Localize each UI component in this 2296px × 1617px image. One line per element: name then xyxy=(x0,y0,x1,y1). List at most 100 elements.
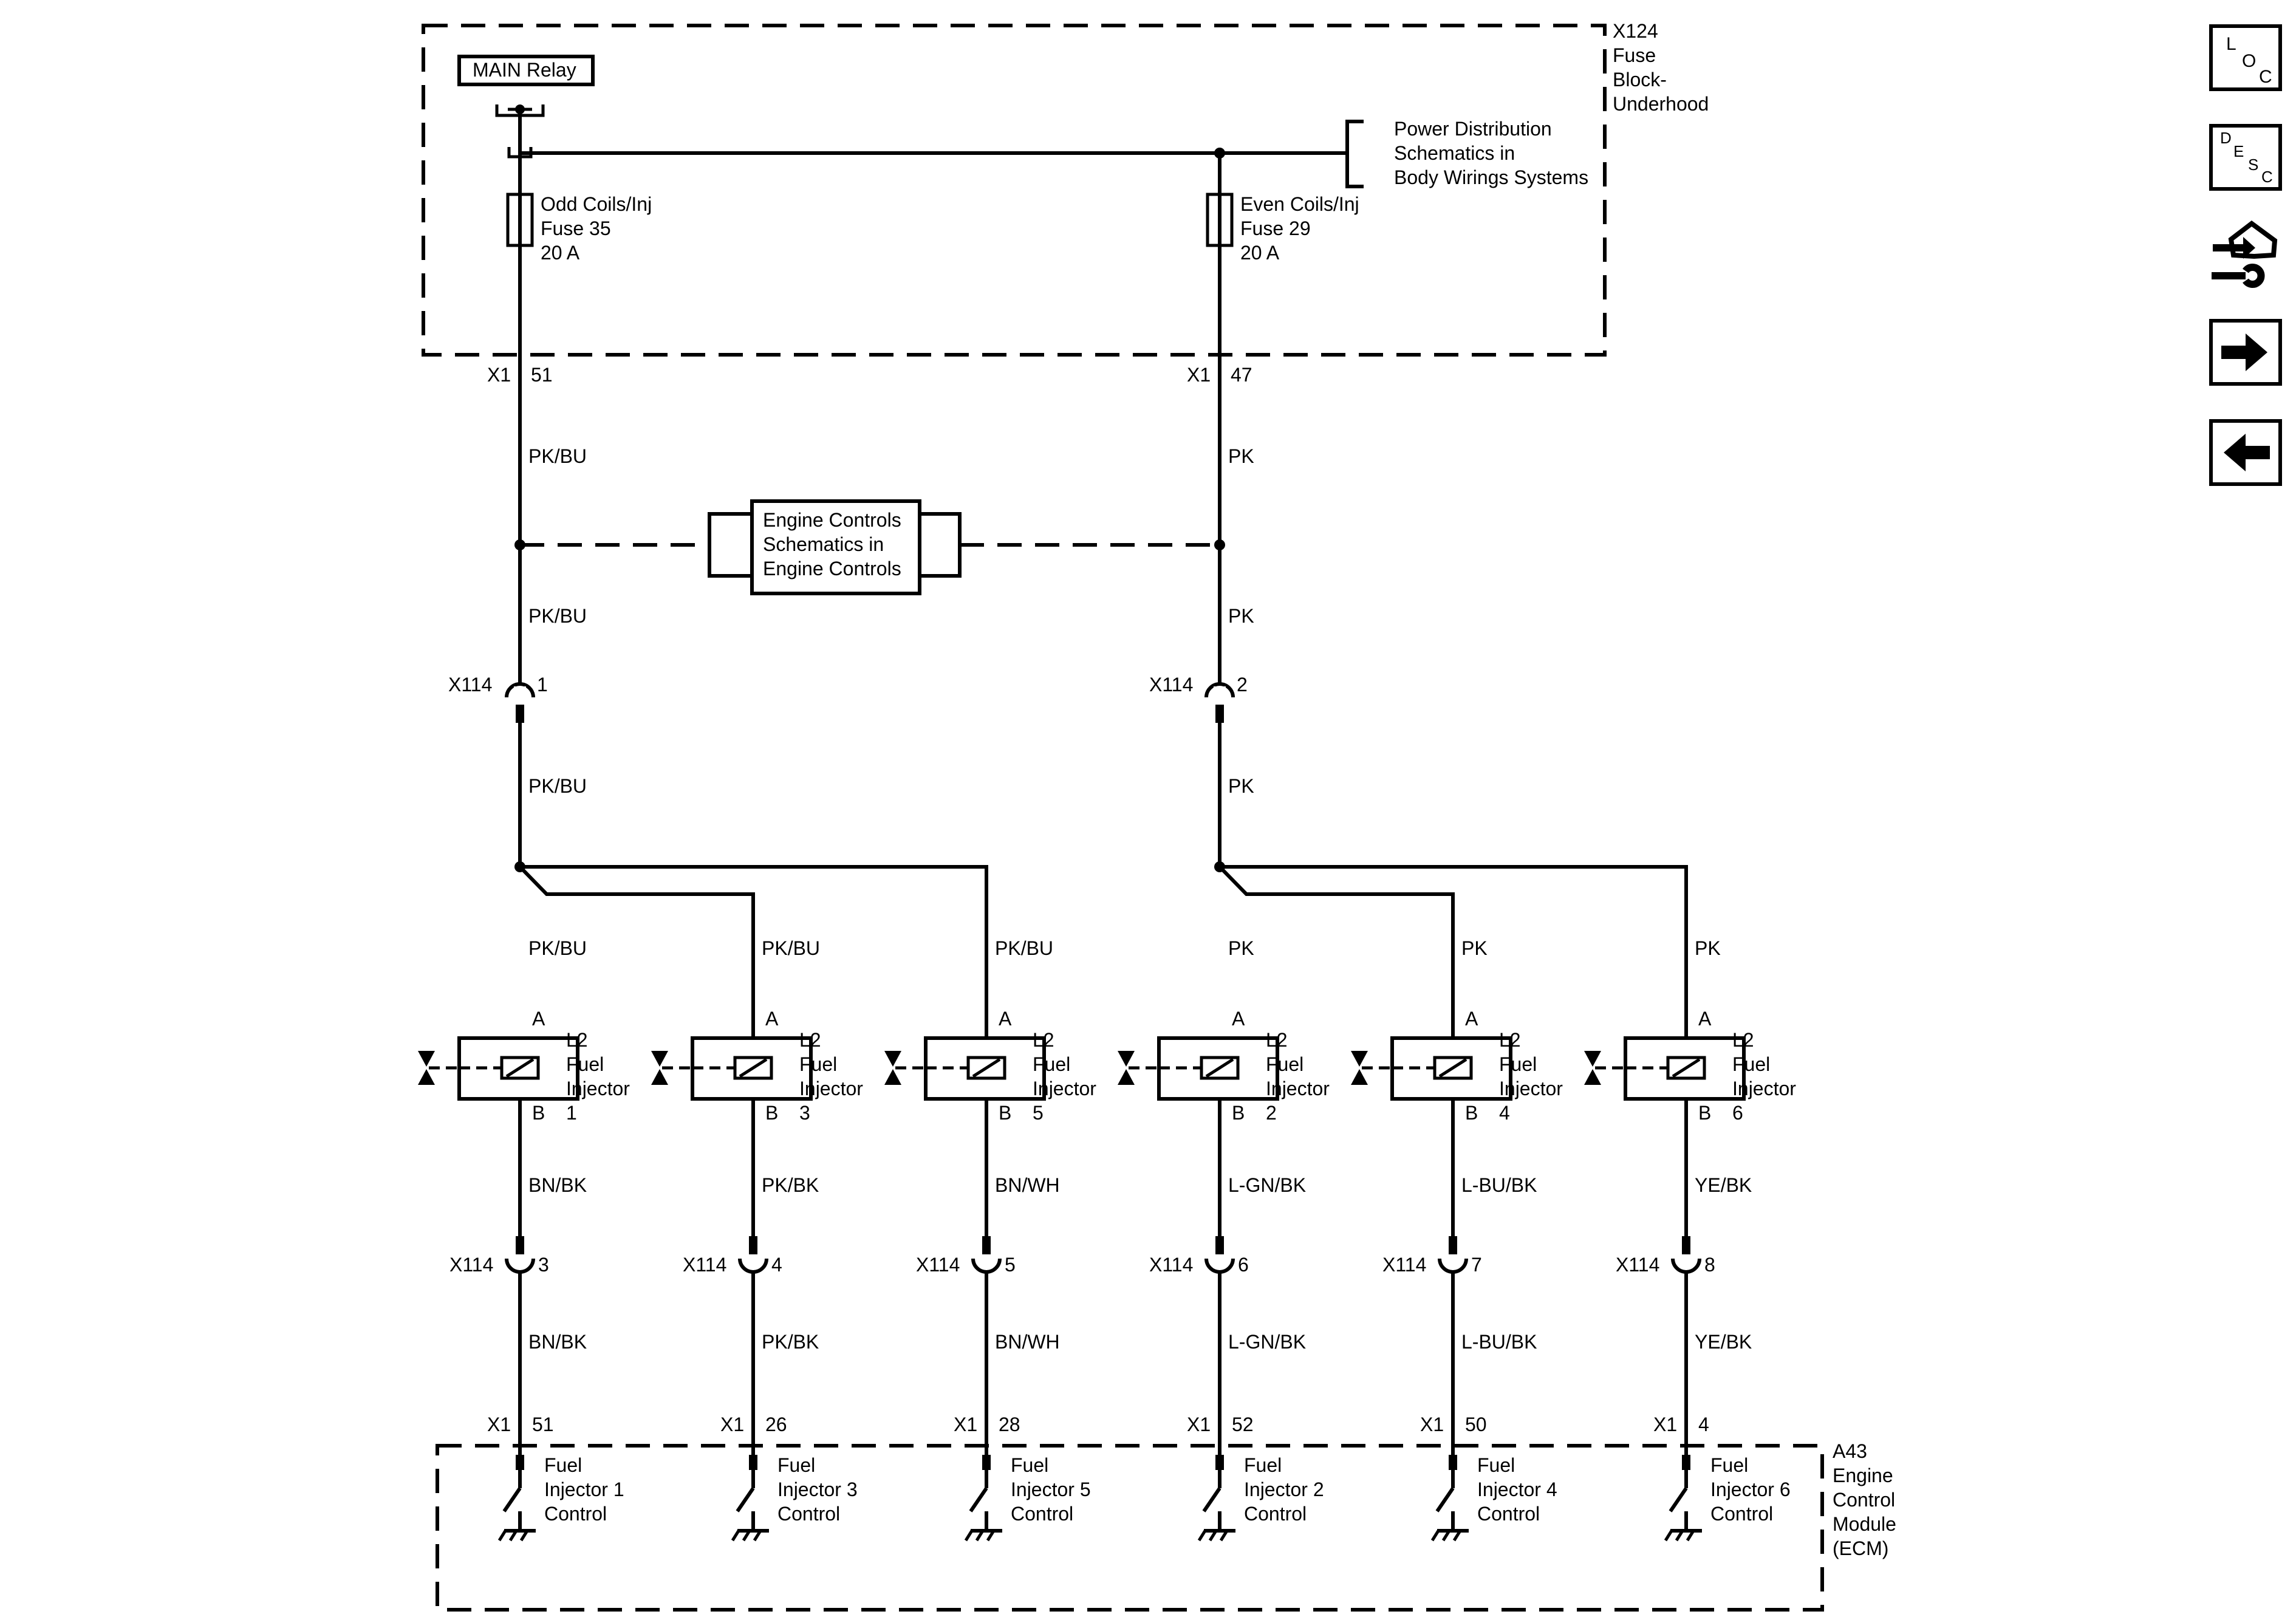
injector-5-nozzle-icon xyxy=(884,1051,901,1067)
injector-2-control-wire-label-2: L-GN/BK xyxy=(1228,1331,1306,1353)
desc-letter-d: D xyxy=(2220,129,2232,147)
even-splice-branch-1 xyxy=(1218,865,1455,1039)
fuse-35-connector: X1 xyxy=(487,364,511,386)
injector-1-ref: L2 xyxy=(566,1029,588,1051)
injector-4-power-wire-label: PK xyxy=(1461,937,1488,959)
fuse-block-name-1: Fuse xyxy=(1613,44,1656,66)
injector-2-x114-label: X114 xyxy=(1149,1254,1193,1276)
ecm-name-1: Engine xyxy=(1833,1465,1893,1486)
power-ref-line-1: Power Distribution xyxy=(1394,118,1552,140)
previous-page-button[interactable] xyxy=(2209,419,2282,486)
x114-pin-2-symbol xyxy=(1204,682,1235,698)
injector-5-driver-switch xyxy=(969,1487,988,1513)
ecm-pin-3: 26 xyxy=(765,1414,787,1435)
fuse-block-name-2: Block- xyxy=(1613,69,1667,91)
engine-ref-bracket-left xyxy=(708,512,753,578)
injector-1-label-2: Injector xyxy=(566,1078,630,1099)
engine-ref-bracket-right xyxy=(918,512,962,578)
injector-4-control-label-1: Fuel xyxy=(1477,1454,1515,1476)
injector-3-control-label-1: Fuel xyxy=(777,1454,815,1476)
injector-1-power-wire-label: PK/BU xyxy=(528,937,587,959)
injector-3-label-2: Injector xyxy=(799,1078,863,1099)
injector-2-driver-switch xyxy=(1202,1487,1221,1513)
injector-4-control-wire-label-1: L-BU/BK xyxy=(1461,1174,1537,1196)
injector-3-nozzle-icon xyxy=(651,1051,668,1067)
ecm-name-2: Control xyxy=(1833,1489,1895,1511)
power-ref-line-2: Schematics in xyxy=(1394,142,1515,164)
injector-1-label-1: Fuel xyxy=(566,1053,604,1075)
injector-3-control-label-2: Injector 3 xyxy=(777,1479,858,1500)
injector-6-nozzle-icon xyxy=(1584,1051,1601,1067)
ecm-pin-6: 4 xyxy=(1698,1414,1709,1435)
ecm-boundary xyxy=(436,1444,1824,1612)
injector-1-driver-switch xyxy=(502,1487,522,1513)
ecm-pin-1: 51 xyxy=(532,1414,554,1435)
injector-2-number: 2 xyxy=(1266,1102,1277,1124)
even-feed-wire-label-2: PK xyxy=(1228,605,1254,627)
connector-end-view-button[interactable] xyxy=(2209,213,2282,288)
location-button[interactable]: L O C xyxy=(2209,24,2282,91)
injector-2-pin-b: B xyxy=(1232,1102,1245,1124)
fuse-29-line-2: Fuse 29 xyxy=(1240,217,1311,239)
injector-6-x114-pin: 8 xyxy=(1704,1254,1715,1276)
fuse-35-line-3: 20 A xyxy=(541,242,580,264)
loc-letter-o: O xyxy=(2242,51,2257,71)
ecm-connector-6: X1 xyxy=(1653,1414,1677,1435)
injector-6-control-label-1: Fuel xyxy=(1710,1454,1748,1476)
injector-5-control-label-1: Fuel xyxy=(1011,1454,1048,1476)
injector-5-x114-pin: 5 xyxy=(1005,1254,1016,1276)
injector-1-nozzle-icon xyxy=(418,1051,435,1067)
injector-1-pin-b: B xyxy=(532,1102,545,1124)
ecm-pin-5: 28 xyxy=(999,1414,1020,1435)
injector-5-control-wire-label-2: BN/WH xyxy=(995,1331,1060,1353)
desc-letter-e: E xyxy=(2233,142,2244,160)
injector-6-ref: L2 xyxy=(1732,1029,1754,1051)
injector-1-number: 1 xyxy=(566,1102,577,1124)
injector-3-ref: L2 xyxy=(799,1029,821,1051)
engine-ref-box xyxy=(750,499,921,595)
fuse-35-pin: 51 xyxy=(531,364,553,386)
arrow-left-icon xyxy=(2224,434,2270,471)
injector-6-control-label-3: Control xyxy=(1710,1503,1773,1525)
injector-1-pin-a: A xyxy=(532,1008,545,1030)
injector-3-number: 3 xyxy=(799,1102,810,1124)
fuse-29-line-3: 20 A xyxy=(1240,242,1280,264)
ecm-name-3: Module xyxy=(1833,1513,1896,1535)
injector-2-x114-symbol xyxy=(1204,1258,1235,1274)
loc-letter-c: C xyxy=(2259,67,2272,87)
injector-6-label-1: Fuel xyxy=(1732,1053,1770,1075)
next-page-button[interactable] xyxy=(2209,319,2282,386)
ecm-connector-5: X1 xyxy=(954,1414,977,1435)
injector-2-control-label-3: Control xyxy=(1244,1503,1307,1525)
injector-5-pin-b: B xyxy=(999,1102,1011,1124)
description-button[interactable]: D E S C xyxy=(2209,124,2282,191)
odd-splice-branch-1 xyxy=(518,865,755,1039)
injector-3-pin-a: A xyxy=(765,1008,779,1030)
injector-5-number: 5 xyxy=(1033,1102,1044,1124)
injector-2-control-label-2: Injector 2 xyxy=(1244,1479,1324,1500)
injector-6-driver-switch xyxy=(1669,1487,1688,1513)
injector-5-label-1: Fuel xyxy=(1033,1053,1070,1075)
injector-5-control-label-3: Control xyxy=(1011,1503,1073,1525)
injector-1-x114-label: X114 xyxy=(449,1254,493,1276)
injector-1-control-label-3: Control xyxy=(544,1503,607,1525)
injector-6-x114-label: X114 xyxy=(1616,1254,1659,1276)
odd-splice-branch-2 xyxy=(520,865,988,1039)
ecm-connector-2: X1 xyxy=(1187,1414,1211,1435)
injector-3-x114-label: X114 xyxy=(683,1254,726,1276)
engine-ref-line-1: Engine Controls xyxy=(763,509,901,531)
injector-5-control-wire-label-1: BN/WH xyxy=(995,1174,1060,1196)
injector-2-label-1: Fuel xyxy=(1266,1053,1303,1075)
injector-4-x114-pin: 7 xyxy=(1471,1254,1482,1276)
arrow-right-icon xyxy=(2221,333,2267,371)
injector-2-x114-pin: 6 xyxy=(1238,1254,1249,1276)
injector-5-x114-symbol xyxy=(971,1258,1002,1274)
injector-4-nozzle-icon xyxy=(1351,1051,1368,1067)
injector-3-power-wire-label: PK/BU xyxy=(762,937,820,959)
injector-4-ref: L2 xyxy=(1499,1029,1521,1051)
injector-4-x114-symbol xyxy=(1438,1258,1468,1274)
injector-1-control-label-1: Fuel xyxy=(544,1454,582,1476)
engine-ref-line-2: Schematics in xyxy=(763,533,884,555)
